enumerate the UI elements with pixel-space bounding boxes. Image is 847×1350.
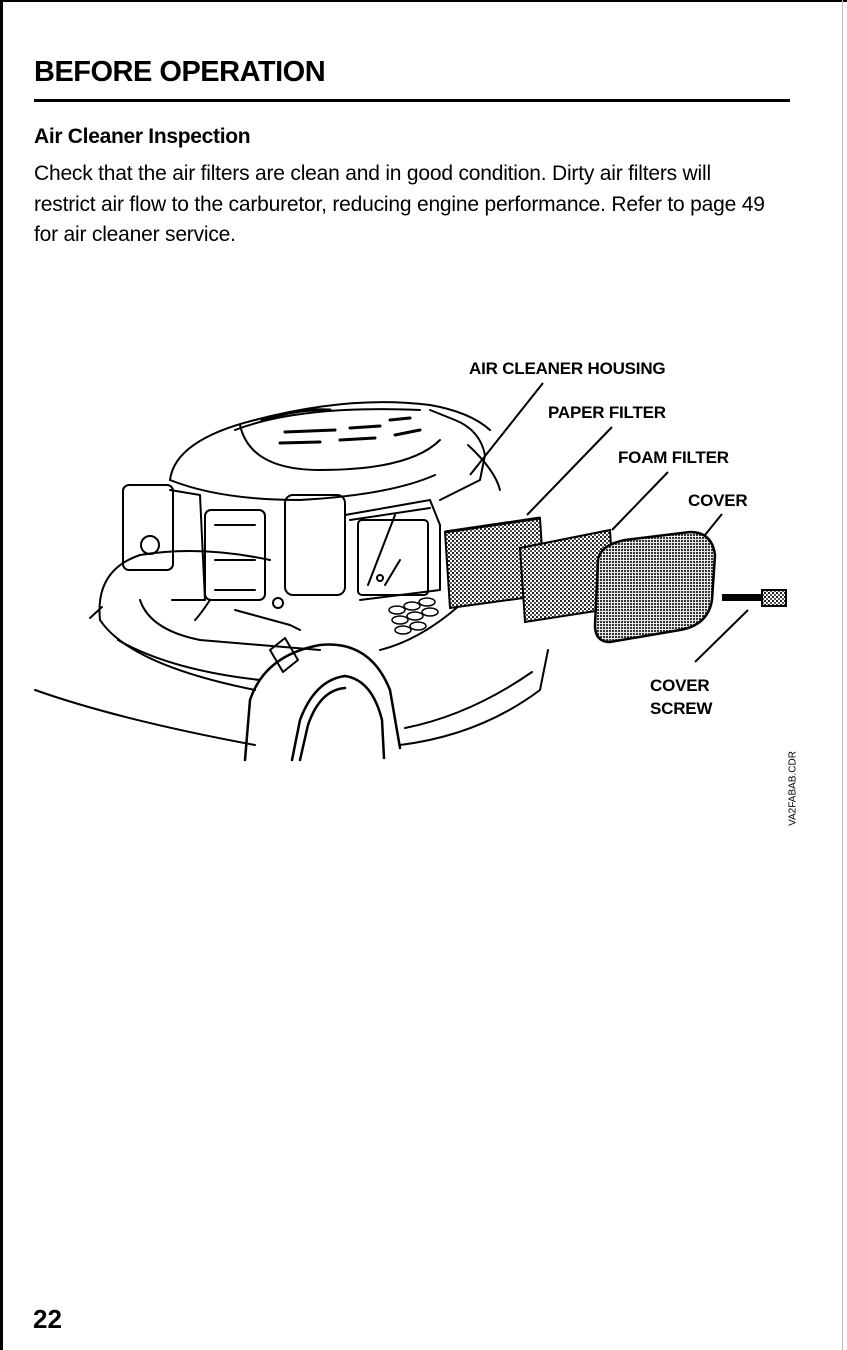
label-cover-screw: COVER SCREW: [650, 674, 712, 720]
cover-screw-part: [722, 589, 787, 607]
label-foam-filter: FOAM FILTER: [618, 448, 729, 467]
page-edge-top: [0, 0, 847, 2]
leader-lines: [469, 382, 749, 663]
page-edge-left: [0, 0, 3, 1350]
engine-body: [122, 409, 501, 673]
air-cleaner-illustration: [34, 382, 787, 762]
label-cover-screw-line1: COVER: [650, 676, 710, 695]
mower-wheel: [243, 643, 402, 762]
mower-deck: [34, 550, 549, 746]
drawing-code: VA2FABAB.CDR: [787, 751, 799, 826]
label-cover-screw-line2: SCREW: [650, 699, 713, 718]
subheading: Air Cleaner Inspection: [34, 125, 251, 148]
engine-top: [169, 401, 491, 502]
section-title: BEFORE OPERATION: [34, 56, 326, 88]
title-rule: [34, 99, 790, 102]
body-paragraph: Check that the air filters are clean and…: [34, 162, 765, 246]
intake-vents: [388, 597, 439, 635]
page-number: 22: [33, 1304, 62, 1334]
cover-part: [593, 530, 717, 644]
label-air-cleaner-housing: AIR CLEANER HOUSING: [469, 359, 666, 378]
page-edge-right: [842, 0, 843, 1350]
label-paper-filter: PAPER FILTER: [548, 403, 666, 422]
label-cover: COVER: [688, 491, 748, 510]
